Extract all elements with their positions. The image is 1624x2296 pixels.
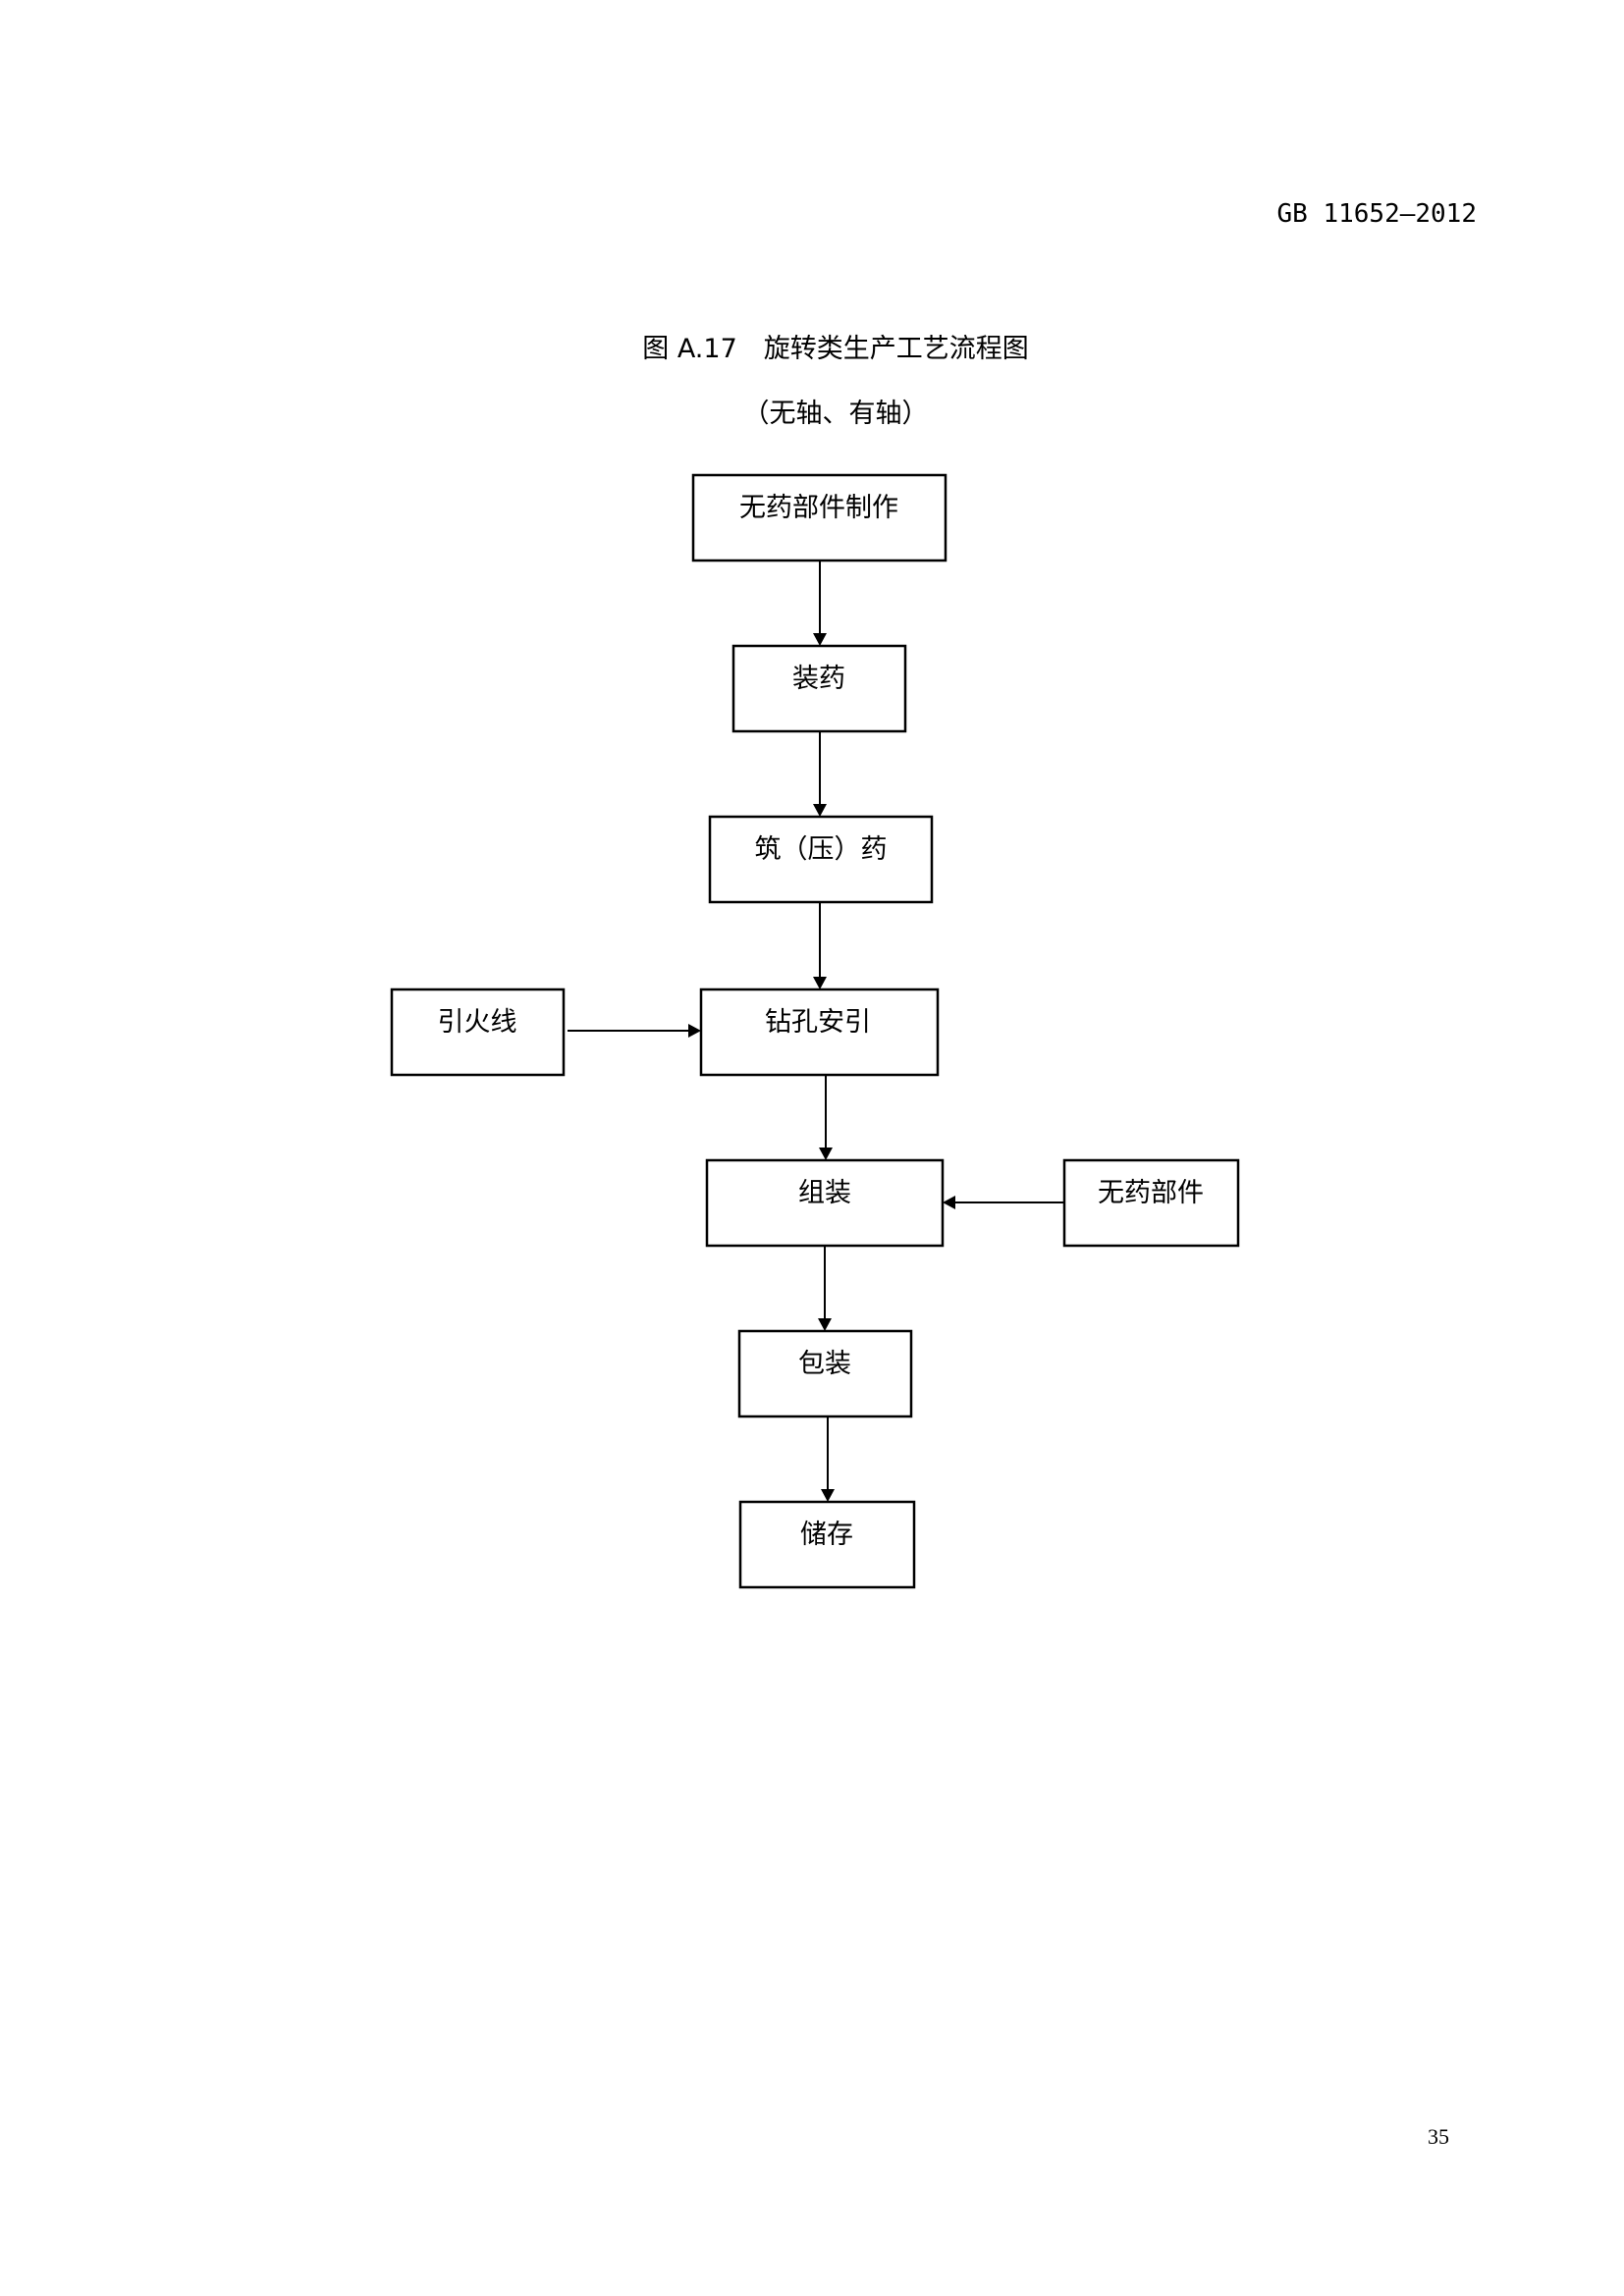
node-label: 组装 (798, 1178, 851, 1208)
node-label: 储存 (800, 1520, 853, 1550)
node-label: 钻孔安引 (765, 1007, 871, 1038)
figure-title: 图 A.17 旋转类生产工艺流程图 (642, 334, 1029, 364)
arrowhead (943, 1196, 955, 1209)
node-baozhuang: 包装 (737, 1329, 913, 1418)
standard-code: GB 11652—2012 (1277, 199, 1478, 229)
node-wuyao-bujian-zhizuo: 无药部件制作 (691, 473, 947, 562)
node-chucun: 储存 (738, 1500, 916, 1589)
arrowhead (813, 804, 827, 817)
figure-subtitle: （无轴、有轴） (743, 399, 929, 429)
node-label: 引火线 (438, 1007, 517, 1038)
node-label: 包装 (798, 1349, 851, 1379)
node-zuzhuang: 组装 (705, 1158, 945, 1248)
node-zuankong-anyin: 钻孔安引 (699, 988, 940, 1077)
arrowhead (821, 1489, 835, 1502)
node-wuyao-bujian: 无药部件 (1062, 1158, 1240, 1248)
arrowhead (688, 1024, 701, 1038)
arrowhead (819, 1148, 833, 1160)
node-label: 装药 (792, 664, 845, 694)
node-label: 无药部件制作 (739, 493, 898, 523)
node-yinhuoxian: 引火线 (390, 988, 566, 1077)
flow-edges (568, 561, 1064, 1502)
arrowhead (818, 1318, 832, 1331)
node-zhu-ya-yao: 筑（压）药 (708, 815, 934, 904)
arrowhead (813, 633, 827, 646)
node-zhuangyao: 装药 (731, 644, 907, 733)
page-number: 35 (1428, 2124, 1449, 2149)
node-label: 筑（压）药 (755, 834, 888, 865)
node-label: 无药部件 (1098, 1178, 1204, 1208)
arrowhead (813, 977, 827, 989)
